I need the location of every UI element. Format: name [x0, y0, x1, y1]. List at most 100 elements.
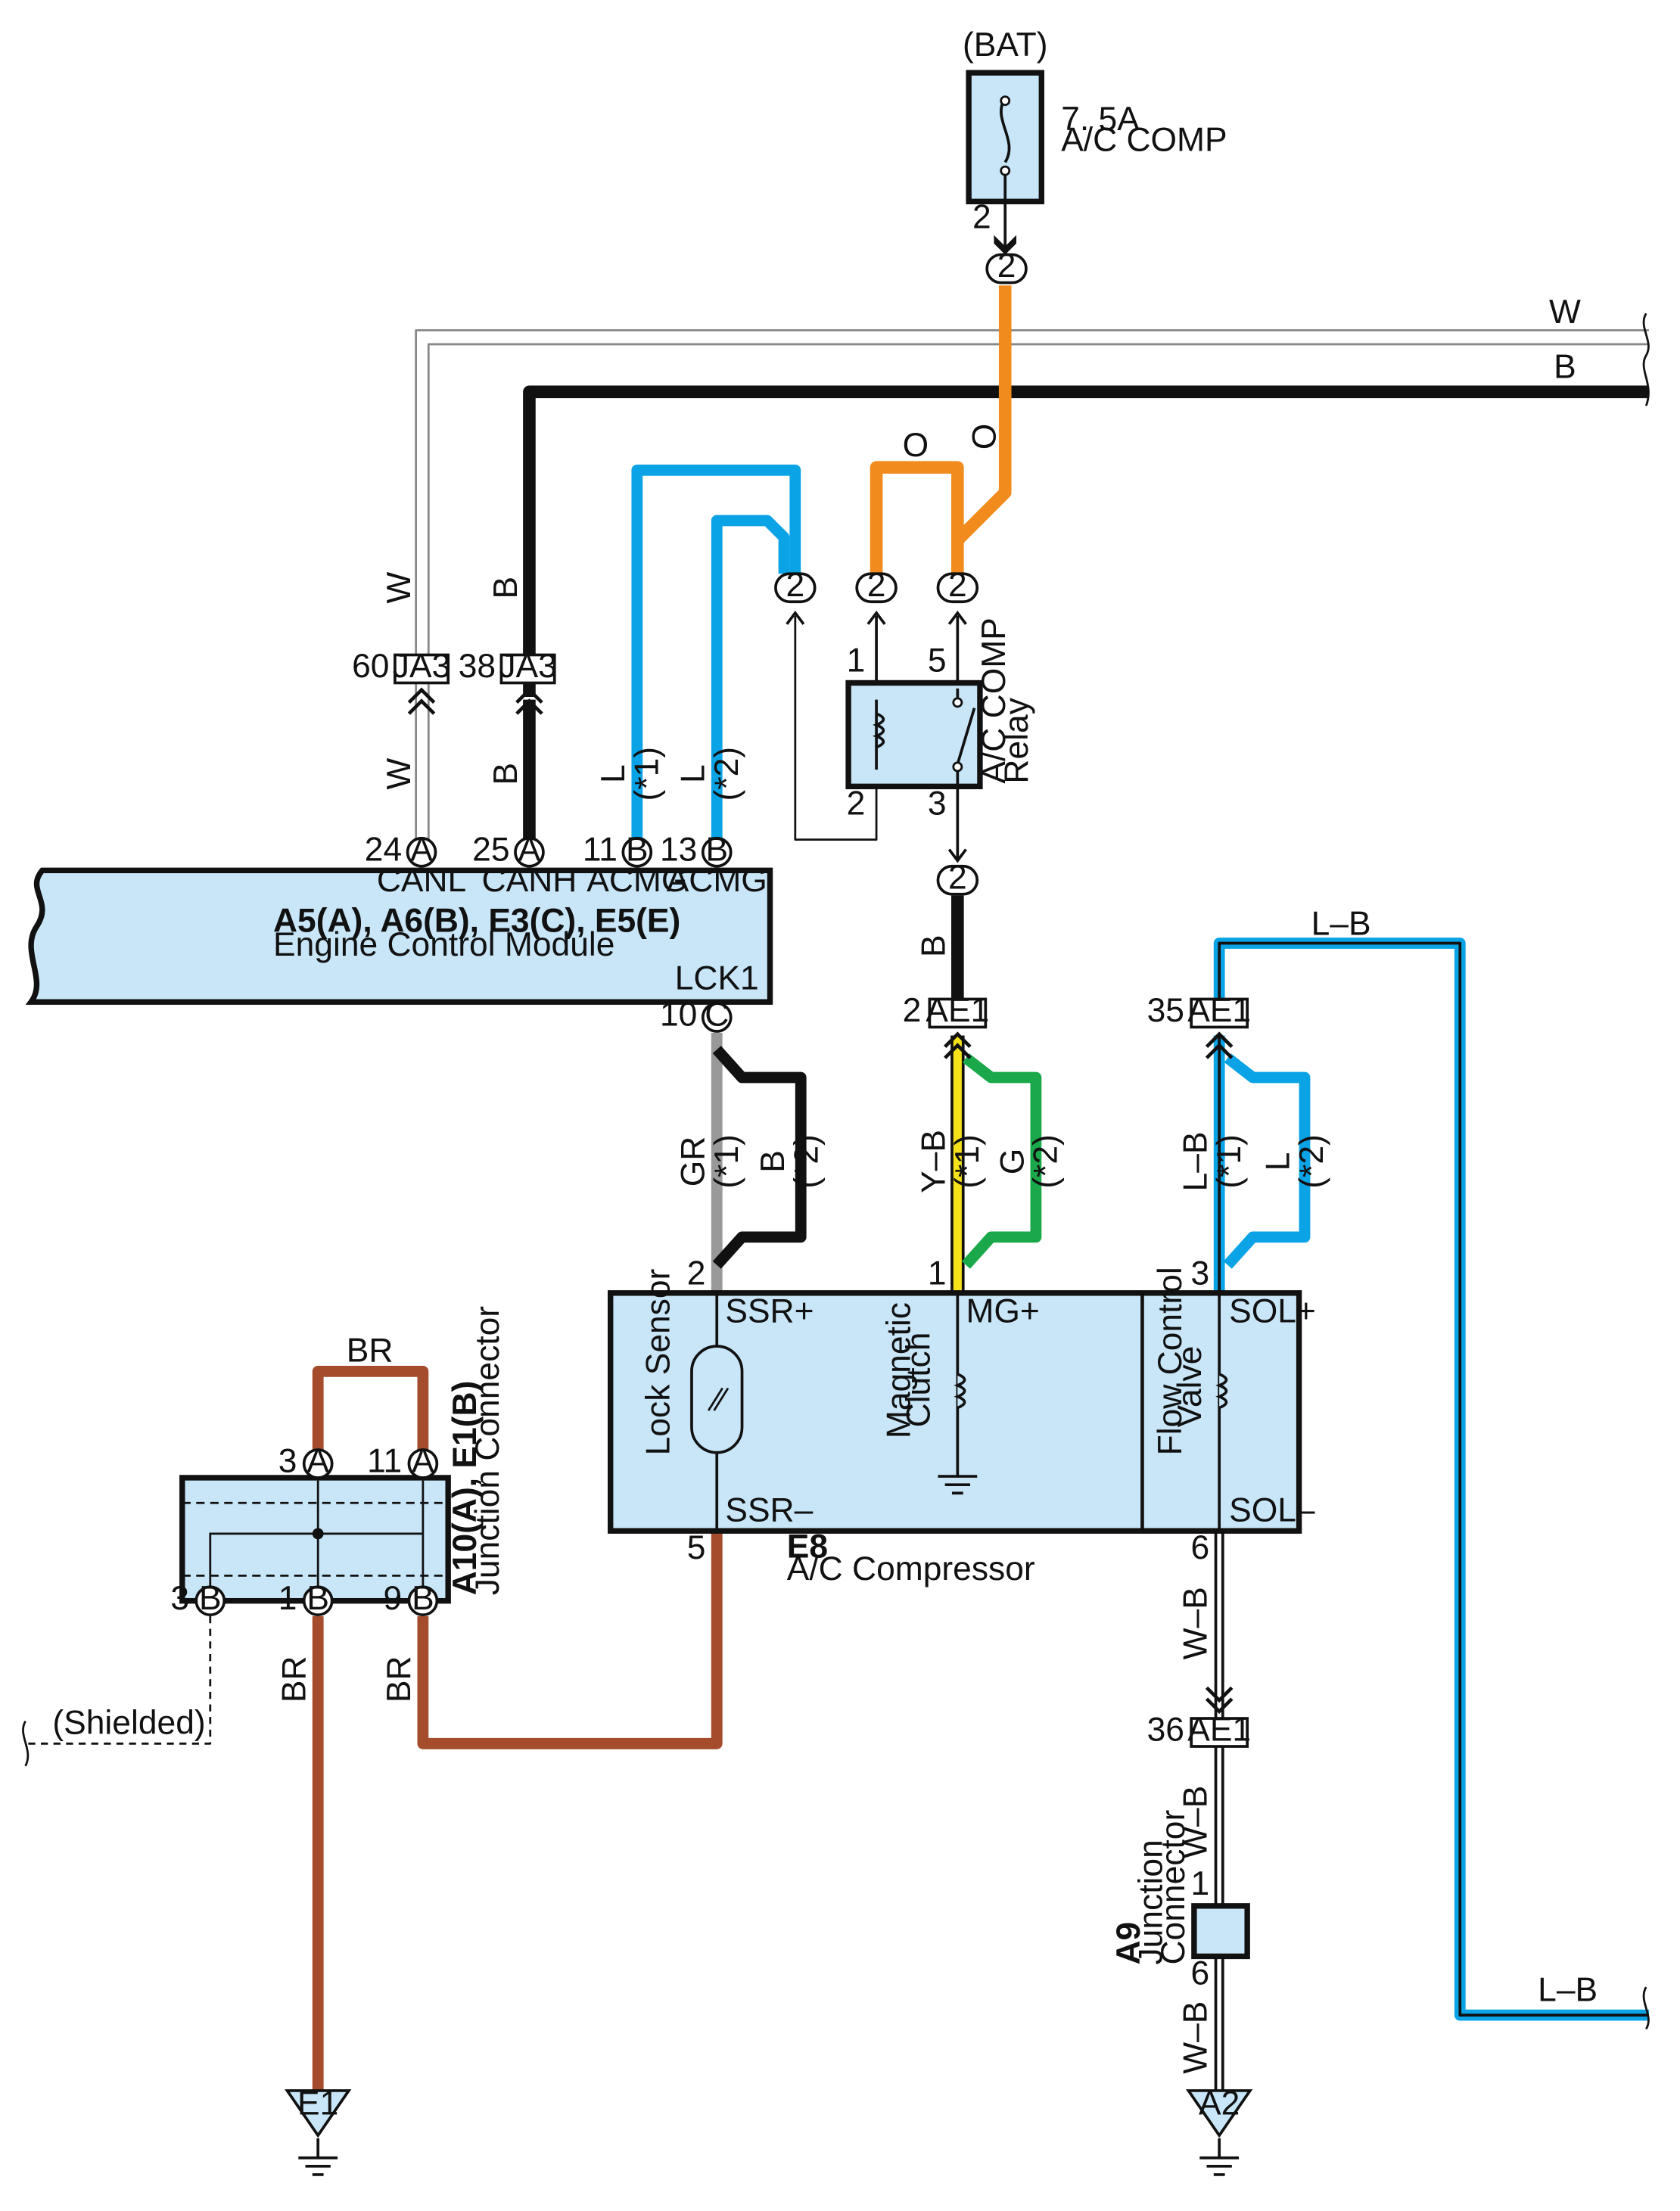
svg-text:BR: BR	[347, 1332, 394, 1369]
break-mark-right-top	[1642, 313, 1650, 406]
ja3-w: JA3 60	[352, 648, 450, 715]
svg-text:11: 11	[367, 1443, 402, 1480]
relay-name2: Relay	[998, 697, 1035, 783]
svg-text:A2: A2	[1199, 2085, 1240, 2122]
wire-o-fuse	[951, 285, 1012, 574]
compressor-mg-plus: MG+	[966, 1293, 1039, 1330]
splices: 2 2 2 2 2	[774, 247, 1028, 896]
svg-text:2: 2	[997, 247, 1016, 285]
relay-switch-icon	[956, 707, 976, 765]
splice-relay-coil: 2	[774, 567, 817, 625]
jc-a9-box	[1191, 1903, 1250, 1960]
svg-text:3: 3	[278, 1443, 297, 1480]
compressor-pin-sol-minus: 6	[1191, 1529, 1210, 1566]
svg-text:3: 3	[170, 1580, 189, 1617]
relay-pin1: 1	[847, 642, 866, 679]
svg-text:2: 2	[948, 859, 967, 896]
svg-text:1: 1	[1191, 1865, 1210, 1902]
svg-text:35: 35	[1147, 992, 1184, 1029]
compressor-pin-sol-plus: 3	[1191, 1255, 1210, 1292]
relay: 1 5 2 3 A/C COMP Relay	[845, 617, 1035, 822]
fuse-arrow-icon	[994, 235, 1017, 255]
jc-a10-box	[179, 1475, 451, 1604]
svg-text:L–B: L–B	[1311, 905, 1371, 942]
compressor-name: A/C Compressor	[787, 1550, 1035, 1588]
relay-coil-icon	[873, 712, 885, 749]
svg-text:L–B: L–B	[1538, 1972, 1598, 2009]
ecm-title: A5(A), A6(B), E3(C), E5(E)	[273, 903, 680, 940]
splice-fuse: 2	[985, 247, 1028, 285]
relay-name: A/C COMP	[975, 617, 1013, 783]
svg-text:B: B	[626, 831, 649, 868]
svg-text:B: B	[1554, 348, 1576, 385]
wire-lb-loop-inner	[1218, 941, 1649, 2017]
junction-connector-a9: 1 6 A9 Junction Connector	[1110, 1810, 1250, 1992]
flow-control-valve-coil-icon	[1215, 1373, 1228, 1410]
svg-text:36: 36	[1147, 1712, 1184, 1749]
svg-text:BR: BR	[276, 1656, 313, 1703]
jc-a9-id: A9	[1110, 1922, 1147, 1965]
svg-text:(*1): (*1)	[629, 747, 666, 801]
fuse-source: (BAT)	[963, 26, 1048, 64]
svg-text:2: 2	[786, 567, 804, 604]
svg-text:B: B	[916, 934, 953, 957]
break-mark-left	[22, 1721, 30, 1767]
svg-text:AE1: AE1	[1187, 992, 1251, 1029]
svg-text:L: L	[595, 764, 632, 783]
svg-text:W: W	[381, 758, 418, 790]
grounds: E1 A2	[284, 2085, 1253, 2176]
svg-text:24: 24	[365, 831, 402, 868]
svg-text:B: B	[306, 1580, 329, 1617]
svg-text:B: B	[487, 577, 524, 599]
svg-text:B: B	[705, 831, 728, 868]
splice-relay-3: 2	[936, 848, 979, 896]
svg-text:G: G	[994, 1149, 1031, 1175]
ja3-b-arrow-icon	[515, 687, 543, 715]
jc-pin-b1: B1	[278, 1580, 334, 1617]
compressor-id: E8	[787, 1528, 828, 1565]
svg-text:L: L	[675, 764, 712, 783]
flow-control-label: Flow Control	[1152, 1267, 1189, 1455]
ground-a2-icon	[1185, 2089, 1253, 2138]
magnetic-clutch-coil-icon	[954, 1373, 966, 1410]
svg-text:B: B	[487, 763, 524, 785]
ecm-lck-term: LCK1	[675, 960, 759, 997]
svg-text:Y–B: Y–B	[916, 1130, 953, 1193]
svg-text:E1: E1	[297, 2085, 338, 2122]
svg-text:GR: GR	[675, 1137, 712, 1187]
svg-text:W: W	[381, 572, 418, 604]
svg-text:13: 13	[660, 831, 697, 868]
wire-br-ssr	[417, 1531, 723, 1749]
svg-text:11: 11	[583, 831, 618, 868]
wire-o-relay1	[870, 461, 964, 574]
jc-a9-name1: Junction	[1132, 1839, 1169, 1964]
svg-text:6: 6	[1191, 1954, 1210, 1992]
wire-shielded	[28, 1616, 212, 1745]
svg-text:A: A	[412, 1443, 434, 1480]
svg-text:1: 1	[278, 1580, 297, 1617]
jc-a10-name: Junction Connector	[469, 1306, 506, 1596]
svg-text:2: 2	[948, 567, 967, 604]
svg-text:B: B	[754, 1150, 792, 1173]
jc-a10-id: A10(A), E1(B)	[446, 1381, 484, 1596]
clutch-ground-icon	[938, 1475, 978, 1495]
svg-text:(Shielded): (Shielded)	[52, 1704, 205, 1741]
svg-text:AE1: AE1	[1187, 1712, 1251, 1749]
ground-e1: E1	[284, 2085, 352, 2176]
svg-text:A: A	[518, 831, 541, 868]
compressor-ssr-minus: SSR–	[725, 1491, 813, 1528]
relay-pin3: 3	[928, 785, 947, 822]
ae1-b-arrow-icon	[944, 1031, 972, 1059]
jc-a9-name2: Connector	[1155, 1810, 1192, 1965]
svg-text:(*2): (*2)	[1293, 1134, 1330, 1189]
svg-text:(*1): (*1)	[1211, 1134, 1248, 1189]
svg-text:(*2): (*2)	[1028, 1134, 1065, 1189]
compressor-pin-mg: 1	[928, 1255, 947, 1292]
svg-text:AE1: AE1	[926, 992, 989, 1029]
jc-pin-a3: A3	[278, 1443, 334, 1480]
